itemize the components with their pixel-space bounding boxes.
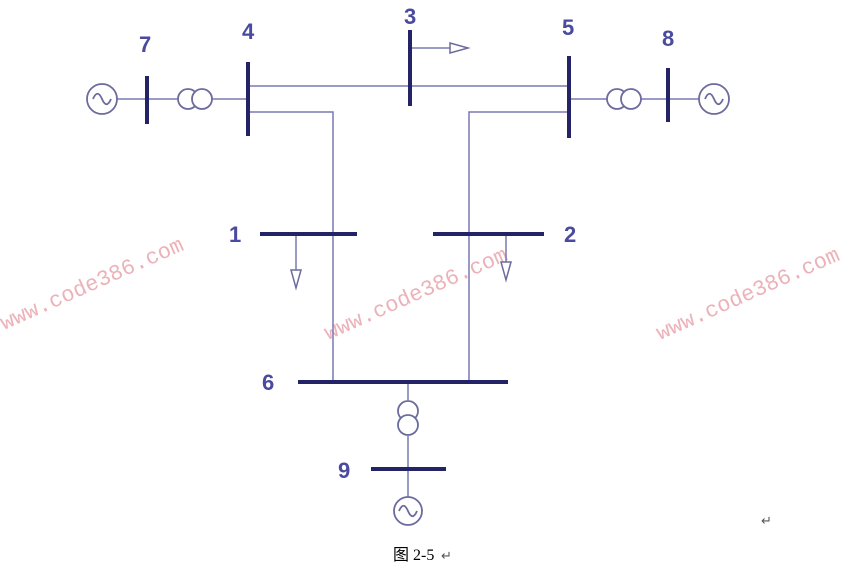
bus-label-5: 5 — [562, 15, 574, 40]
figure-caption: 图 2-5 — [393, 547, 434, 564]
watermark-center: www.code386.com — [321, 243, 512, 346]
transformer-icon — [397, 400, 419, 436]
bus-label-6: 6 — [262, 370, 274, 395]
buses — [145, 30, 670, 471]
generator-icon — [86, 83, 118, 115]
load-arrow-icon — [410, 42, 471, 54]
transformer-icon — [177, 88, 213, 110]
line-bus5-bus6 — [468, 111, 569, 382]
bus-label-2: 2 — [564, 222, 576, 247]
load-arrow-icon — [500, 234, 512, 283]
bus-labels: 7 4 3 5 8 1 2 6 9 — [139, 4, 674, 483]
lines — [117, 85, 699, 497]
bus-label-9: 9 — [338, 458, 350, 483]
transformer-icon — [606, 88, 642, 110]
load-arrow-icon — [290, 234, 302, 291]
bus-label-3: 3 — [404, 4, 416, 29]
generator-icon — [393, 496, 423, 526]
transformers — [177, 88, 642, 436]
loads — [290, 42, 512, 291]
watermark-left: www.code386.com — [0, 233, 188, 336]
caption-return-mark: ↵ — [441, 549, 452, 564]
bus-label-4: 4 — [242, 19, 255, 44]
watermark-right: www.code386.com — [653, 243, 844, 346]
bus-label-7: 7 — [139, 32, 151, 57]
watermarks: www.code386.com www.code386.com www.code… — [0, 233, 844, 346]
bus-label-8: 8 — [662, 26, 674, 51]
generators — [86, 83, 730, 526]
bus-label-1: 1 — [229, 222, 241, 247]
line-bus4-bus6 — [248, 111, 334, 382]
paragraph-return-mark: ↵ — [761, 514, 772, 529]
generator-icon — [698, 83, 730, 115]
